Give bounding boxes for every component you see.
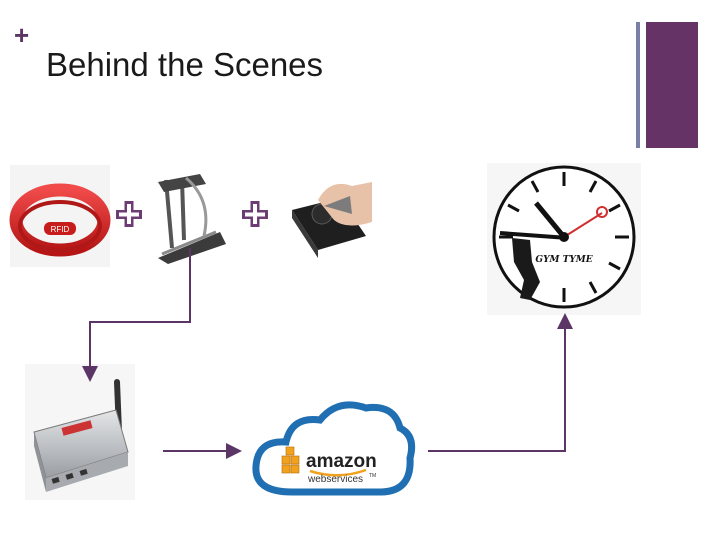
gym-tyme-label: GYM TYME [535, 255, 592, 265]
connector-aws-to-clock [428, 313, 573, 452]
plus-icon [242, 201, 268, 227]
card-reader-image [283, 172, 377, 264]
flow-connectors [82, 248, 573, 459]
amazon-web-services-logo: amazon webservices TM [252, 401, 416, 496]
bullet-plus-icon: + [14, 20, 30, 50]
aws-sublabel: webservices [307, 474, 363, 485]
slide-title: Behind the Scenes [46, 46, 324, 83]
aws-wordmark: amazon [306, 451, 377, 472]
accent-bar-thick [646, 22, 698, 148]
gym-clock-image: GYM TYME [487, 163, 641, 315]
aws-tm: TM [369, 473, 376, 479]
rfid-wristband-image: RFID [9, 165, 111, 267]
accent-bar-thin [636, 22, 640, 148]
rfid-label: RFID [51, 225, 70, 234]
connector-treadmill-to-gateway [82, 248, 191, 382]
plus-icon [116, 201, 142, 227]
gateway-router-image [25, 364, 135, 500]
